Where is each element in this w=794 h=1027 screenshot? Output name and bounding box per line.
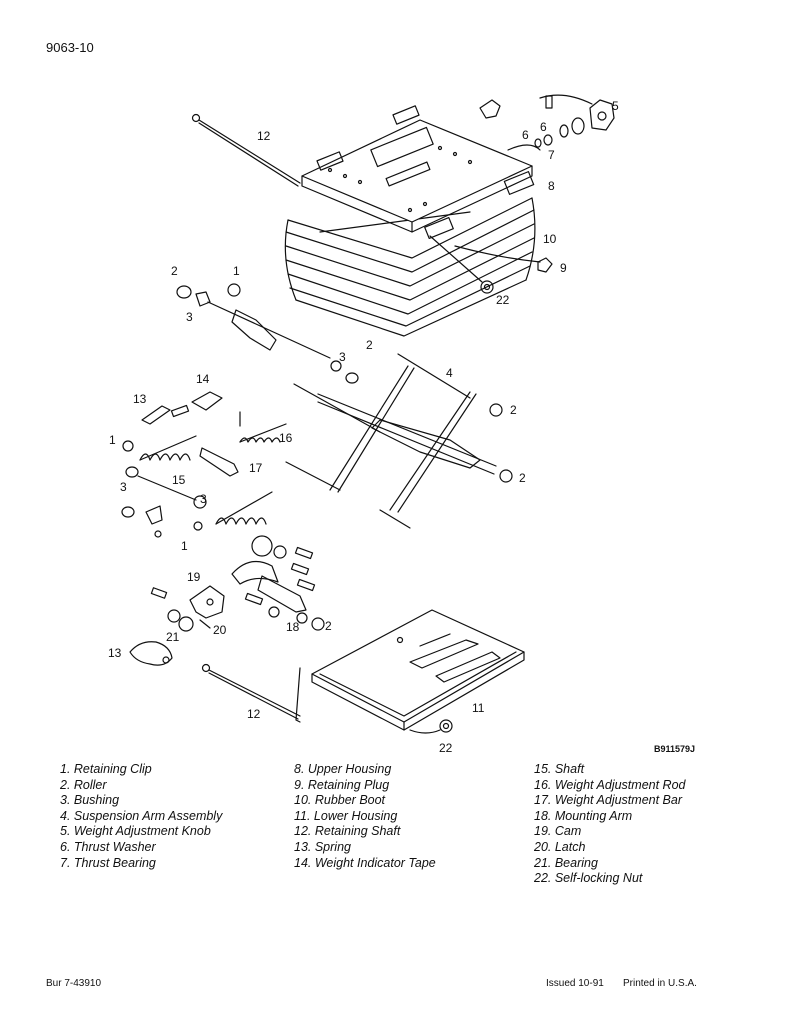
legend-item: 14. Weight Indicator Tape — [294, 855, 436, 870]
callout-label: 19 — [187, 570, 201, 584]
parts-legend-column-1: 1. Retaining Clip 2. Roller 3. Bushing 4… — [60, 762, 222, 871]
footer-issued-date: Issued 10-91 — [546, 978, 604, 989]
legend-item: 15. Shaft — [534, 762, 585, 776]
callout-label: 4 — [446, 366, 453, 380]
document-code: 9063-10 — [46, 40, 94, 55]
self-locking-nut-bottom — [409, 719, 453, 734]
callout-label: 16 — [279, 431, 293, 445]
callout-label: 12 — [257, 129, 271, 143]
callout-label: 13 — [133, 392, 147, 406]
retaining-shaft-bottom — [201, 663, 301, 723]
roller-bushing-group-upper — [176, 283, 359, 384]
lower-housing — [311, 609, 525, 731]
footer-part-number: Bur 7-43910 — [46, 978, 102, 989]
callout-label: 2 — [325, 619, 332, 633]
legend-item: 13. Spring — [294, 839, 351, 854]
legend-item: 2. Roller — [60, 777, 107, 792]
callout-label: 3 — [120, 480, 127, 494]
callout-label: 6 — [522, 128, 529, 142]
callout-label: 7 — [548, 148, 555, 162]
callout-label: 15 — [172, 473, 186, 487]
latch-bearing — [150, 587, 211, 632]
retaining-shaft-top — [191, 113, 301, 187]
callout-label: 20 — [213, 623, 227, 637]
legend-item: 9. Retaining Plug — [294, 777, 390, 792]
mounting-arm-group — [231, 535, 325, 631]
callout-label: 3 — [186, 310, 193, 324]
legend-item: 11. Lower Housing — [294, 808, 398, 823]
callout-label: 6 — [540, 120, 547, 134]
callout-label: 21 — [166, 630, 180, 644]
callout-label: 1 — [233, 264, 240, 278]
footer-printed-in: Printed in U.S.A. — [623, 978, 697, 989]
spring-small-lower — [129, 641, 173, 666]
callout-label: 22 — [439, 741, 453, 755]
weight-adjustment-rod — [239, 423, 287, 443]
legend-item: 8. Upper Housing — [294, 762, 392, 776]
legend-item: 10. Rubber Boot — [294, 793, 386, 808]
spring-upper — [139, 435, 197, 461]
figure-id: B911579J — [654, 744, 696, 754]
weight-adjustment-knob — [589, 99, 615, 131]
callout-label: 8 — [548, 179, 555, 193]
legend-item: 19. Cam — [534, 824, 582, 839]
legend-item: 12. Retaining Shaft — [294, 824, 401, 839]
legend-item: 5. Weight Adjustment Knob — [60, 824, 211, 839]
callout-label: 17 — [249, 461, 263, 475]
leader-arrow — [539, 94, 593, 105]
callout-label: 5 — [612, 99, 619, 113]
legend-item: 6. Thrust Washer — [60, 839, 156, 854]
rubber-boot — [284, 197, 536, 337]
upper-housing — [301, 105, 541, 240]
legend-item: 4. Suspension Arm Assembly — [60, 808, 223, 823]
callout-label: 2 — [519, 471, 526, 485]
weight-adjustment-bar — [199, 447, 239, 477]
legend-item: 20. Latch — [534, 839, 586, 854]
weight-indicator-tape — [191, 391, 241, 427]
legend-item: 18. Mounting Arm — [534, 808, 633, 823]
leader-line — [454, 245, 541, 263]
spring-small-upper — [141, 404, 190, 425]
callout-label: 1 — [109, 433, 116, 447]
callout-label: 3 — [339, 350, 346, 364]
callout-label: 22 — [496, 293, 510, 307]
callout-label: 3 — [200, 492, 207, 506]
leader-line — [429, 235, 483, 283]
callout-label: 2 — [510, 403, 517, 417]
callout-label: 1 — [181, 539, 188, 553]
callout-label: 12 — [247, 707, 261, 721]
callout-label: 14 — [196, 372, 210, 386]
callout-label: 13 — [108, 646, 122, 660]
legend-item: 7. Thrust Bearing — [60, 855, 156, 870]
legend-item: 17. Weight Adjustment Bar — [534, 793, 682, 808]
legend-item: 22. Self-locking Nut — [534, 871, 643, 886]
thrust-washers — [534, 117, 585, 148]
exploded-view-drawing: 12 5 6 6 7 8 10 9 22 2 1 3 2 3 4 14 13 2… — [108, 94, 619, 755]
callout-label: 2 — [366, 338, 373, 352]
bracket-clip — [479, 95, 553, 119]
retaining-plug — [537, 257, 553, 273]
parts-legend-column-3: 15. Shaft 16. Weight Adjustment Rod 17. … — [534, 762, 685, 887]
callout-label: 9 — [560, 261, 567, 275]
shaft — [121, 440, 207, 538]
legend-item: 1. Retaining Clip — [60, 762, 152, 776]
parts-legend-column-2: 8. Upper Housing 9. Retaining Plug 10. R… — [294, 762, 436, 871]
callout-label: 2 — [171, 264, 178, 278]
callout-label: 11 — [472, 701, 485, 715]
legend-item: 21. Bearing — [534, 855, 598, 870]
legend-item: 16. Weight Adjustment Rod — [534, 777, 686, 792]
self-locking-nut-top — [480, 280, 494, 294]
suspension-arm-assembly — [285, 353, 513, 529]
spring-lower — [215, 491, 273, 525]
callout-label: 18 — [286, 620, 300, 634]
cam — [189, 585, 225, 619]
callout-label: 10 — [543, 232, 557, 246]
legend-item: 3. Bushing — [60, 793, 120, 808]
